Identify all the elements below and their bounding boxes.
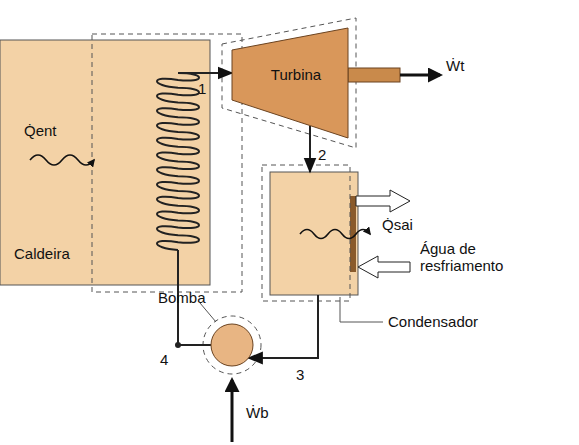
- pipe: [177, 250, 179, 285]
- work-out-arrow: [400, 74, 440, 77]
- turbine-label: Turbina: [271, 66, 321, 83]
- leader-line: [340, 297, 383, 322]
- pump-shape: [210, 323, 254, 367]
- control-volume: [262, 165, 350, 301]
- boiler-label: Caldeira: [14, 245, 70, 262]
- cooling-in-arrow: [358, 256, 410, 278]
- work-in-arrow: [231, 380, 234, 442]
- turbine-node: Turbina: [230, 25, 350, 140]
- pump-node: Bomba: [210, 323, 254, 367]
- quantity-label: Água de resfriamento: [420, 240, 530, 275]
- control-volume: [222, 18, 356, 148]
- condenser-node: Condensador: [270, 172, 358, 295]
- state-number: 3: [296, 366, 304, 383]
- heat-out-arrow: [300, 230, 370, 239]
- pipe-connector: [309, 126, 311, 172]
- pipe-connector: [248, 295, 318, 358]
- pipe-connector: [210, 72, 232, 74]
- pipe: [178, 72, 210, 74]
- control-volume: [203, 316, 261, 374]
- turbine-body: [232, 28, 348, 138]
- quantity-label: Ẇt: [446, 57, 464, 74]
- pump-body: [211, 324, 253, 366]
- state-number: 2: [318, 146, 326, 163]
- cooling-out-arrow: [356, 190, 410, 212]
- heat-in-arrow: [30, 155, 94, 165]
- quantity-label: Ẇb: [246, 404, 269, 421]
- boiler-coil: [157, 73, 199, 250]
- turbine-shaft: [348, 68, 400, 82]
- boiler-node: Caldeira: [0, 40, 210, 285]
- state-number: 1: [198, 80, 206, 97]
- pump-label: Bomba: [158, 289, 206, 306]
- quantity-label: Q̇ent: [24, 122, 57, 139]
- condenser-label: Condensador: [388, 313, 478, 330]
- boiler-body: [0, 40, 210, 285]
- state-number: 4: [160, 351, 168, 368]
- control-volume: [92, 34, 242, 292]
- quantity-label: Q̇sai: [382, 216, 413, 233]
